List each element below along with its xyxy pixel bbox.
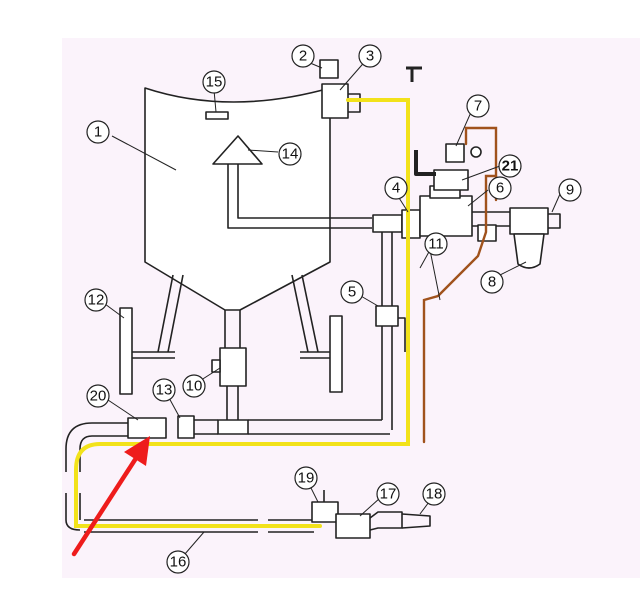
- callout-21: 21: [502, 158, 519, 175]
- callout-12: 12: [88, 292, 105, 309]
- callout-4: 4: [392, 180, 400, 197]
- callout-11: 11: [428, 236, 444, 253]
- callout-circle-1: [86, 120, 110, 144]
- callout-1: 1: [94, 124, 102, 141]
- control-line: [422, 126, 498, 444]
- callout-circle-19: [294, 466, 318, 490]
- callout-19: 19: [298, 470, 315, 487]
- air-filter: [509, 207, 549, 235]
- air-valve-body: [419, 195, 473, 237]
- callout-circle-6: [488, 176, 512, 200]
- tank-leg-left: [157, 274, 184, 353]
- callout-10: 10: [186, 378, 203, 395]
- callout-circle-4: [384, 176, 408, 200]
- callout-5: 5: [348, 284, 356, 301]
- callout-13: 13: [156, 382, 173, 399]
- callout-7: 7: [474, 98, 482, 115]
- hose-coupling-13: [177, 415, 195, 439]
- wheel-left: [119, 307, 133, 395]
- callout-circle-17: [376, 482, 400, 506]
- callout-circle-7: [466, 94, 490, 118]
- callout-circle-3: [358, 44, 382, 68]
- callout-circle-13: [152, 378, 176, 402]
- callout-circle-9: [558, 178, 582, 202]
- callout-9: 9: [566, 182, 574, 199]
- remote-control-valve: [445, 143, 465, 163]
- callout-20: 20: [90, 388, 107, 405]
- metering-valve: [219, 347, 247, 387]
- exhaust-valve: [321, 83, 349, 119]
- mixing-tee: [217, 419, 249, 435]
- callout-15: 15: [206, 74, 223, 91]
- callout-6: 6: [496, 180, 504, 197]
- wheel-right: [329, 315, 343, 393]
- callout-3: 3: [366, 48, 374, 65]
- callout-circle-2: [291, 44, 315, 68]
- callout-14: 14: [282, 146, 299, 163]
- callout-8: 8: [488, 274, 496, 291]
- red-arrow-icon: [71, 436, 150, 557]
- nozzle-holder: [335, 513, 371, 539]
- callout-circle-10: [182, 374, 206, 398]
- callout-17: 17: [380, 486, 397, 503]
- nozzle: [401, 513, 431, 529]
- air-supply-line: [74, 98, 410, 528]
- deadman-handle: [311, 501, 339, 523]
- filter-bowl: [513, 233, 545, 269]
- callout-circle-14: [278, 142, 302, 166]
- callout-circle-5: [340, 280, 364, 304]
- callout-circle-12: [84, 288, 108, 312]
- hose-coupling-20: [127, 417, 167, 439]
- callout-circle-21: [498, 154, 522, 178]
- callout-18: 18: [426, 486, 443, 503]
- callout-circle-20: [86, 384, 110, 408]
- callout-circle-15: [202, 70, 226, 94]
- callout-circle-11: [424, 232, 448, 256]
- callout-2: 2: [299, 48, 307, 65]
- callout-circle-8: [480, 270, 504, 294]
- blast-hose: [65, 422, 140, 472]
- tank-leg-right: [291, 274, 319, 353]
- callout-circle-16: [166, 550, 190, 574]
- inlet-coupling: [401, 209, 421, 239]
- silencer: [319, 59, 339, 79]
- callout-circle-18: [422, 482, 446, 506]
- ball-valve: [375, 305, 399, 327]
- inspection-hatch: [205, 111, 229, 120]
- callout-16: 16: [170, 554, 187, 571]
